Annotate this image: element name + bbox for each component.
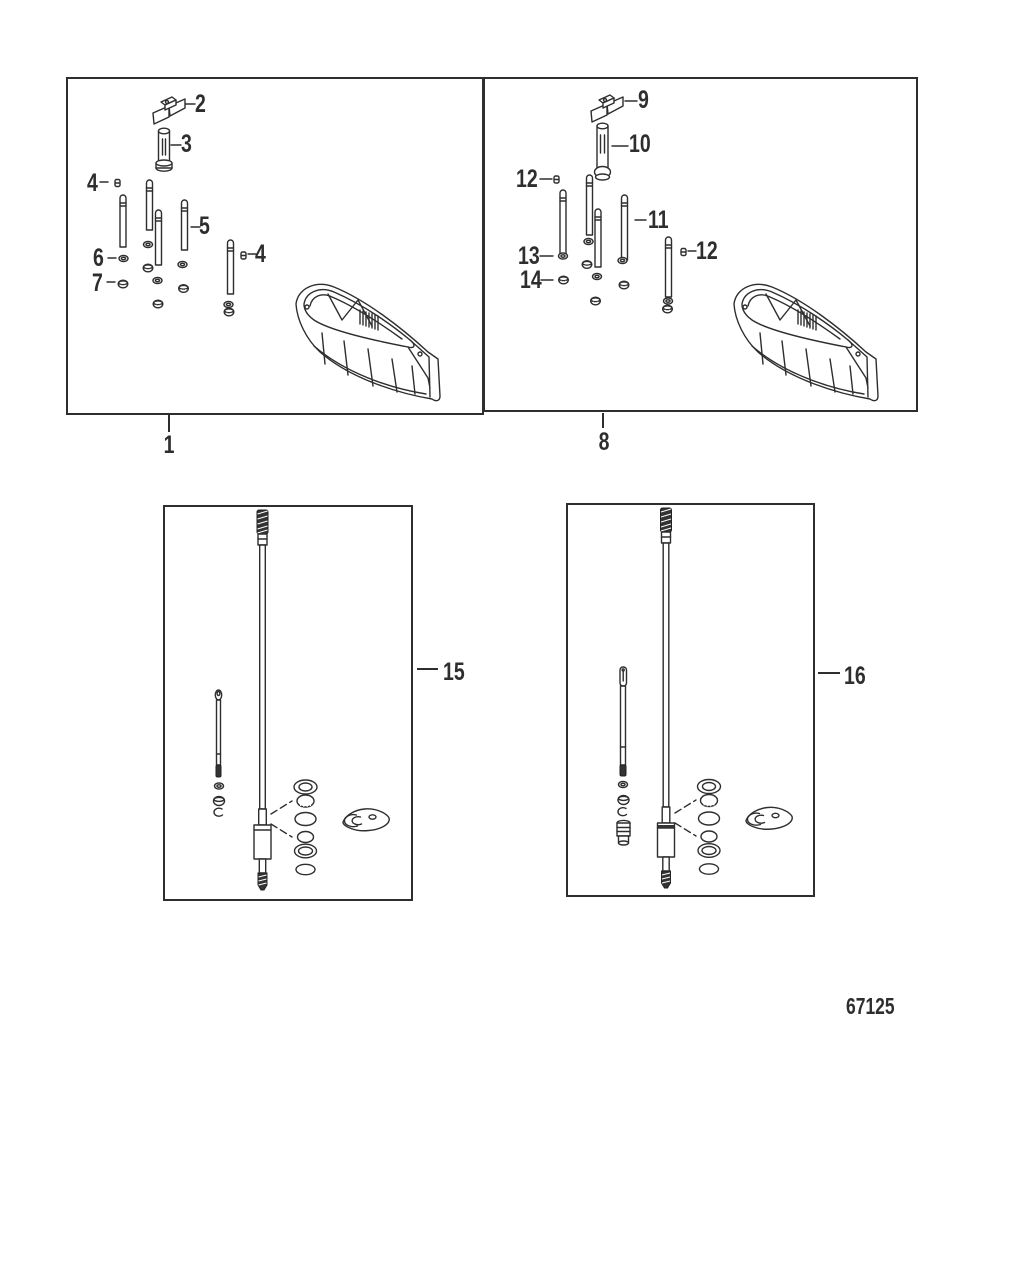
seal-stack-part [293,779,318,876]
callout-4a: 4 [87,169,98,197]
callout-6: 6 [93,244,104,272]
stud-drawing [559,174,673,298]
panel8-label: 8 [598,428,610,456]
panel1-label-tick [168,415,170,432]
clip-part-4b [240,251,247,260]
leader-dashes [270,800,293,838]
pin-part-10 [593,122,612,181]
callout-4b: 4 [255,240,266,268]
seal-stack-part [696,778,722,875]
driveshaft-15-drawing [212,509,390,891]
leader-lines [539,100,697,281]
leader-dashes [674,799,697,837]
pin-part-3 [155,127,173,172]
panel-driveshaft-15 [163,505,413,901]
retaining-clip-part [617,806,628,817]
panel1-label: 1 [163,431,175,459]
callout-5: 5 [199,212,210,240]
washer-part [213,782,225,790]
panel16-label: 16 [844,662,866,690]
callout-2: 2 [195,90,206,118]
sleeve-band [657,825,675,829]
callout-3: 3 [181,130,192,158]
callout-12b: 12 [696,237,718,265]
nuts [558,260,673,314]
panel-driveshaft-16 [566,503,815,897]
panel-gear-housing-1: 2 3 4 5 6 7 4 [66,77,484,415]
callout-13: 13 [518,242,540,270]
panel15-label: 15 [443,658,465,686]
panel-gear-housing-8: 9 10 12 11 12 13 14 [483,77,918,412]
clip-part-12b [680,247,687,257]
panel15-label-dash [417,668,438,670]
washer-part [617,780,629,789]
callout-7: 7 [92,269,103,297]
leader-lines [99,103,257,283]
callout-14: 14 [520,266,542,294]
clip-part-12a [553,175,560,184]
shift-shaft-part [619,666,628,777]
panel16-label-dash [818,672,840,674]
drawing-number: 67125 [846,993,895,1019]
nut-part [212,795,226,807]
shift-shaft-part [214,689,223,778]
stud-drawing [119,179,235,295]
gasket-part [745,806,793,830]
nuts [117,263,235,317]
nut-part [617,794,630,806]
panel8-label-tick [602,413,604,428]
driveshaft-part [656,507,676,889]
gear-housing-part [733,283,879,402]
callout-11: 11 [648,206,669,234]
driveshaft-16-drawing [616,507,793,889]
clip-part-4a [114,178,121,188]
bracket-part-2 [152,96,186,125]
retaining-clip-part [213,807,224,817]
washers [557,237,674,305]
bracket-part-9 [590,94,624,123]
callout-12a: 12 [516,165,538,193]
gasket-part [342,808,390,832]
coupler-part [616,819,631,846]
gear-housing-part [295,283,441,402]
gear-housing-8-drawing [539,94,879,402]
driveshaft-part [253,509,272,891]
callout-10: 10 [629,130,651,158]
washers [118,240,234,309]
callout-9: 9 [638,86,649,114]
gear-housing-1-drawing [99,96,441,402]
